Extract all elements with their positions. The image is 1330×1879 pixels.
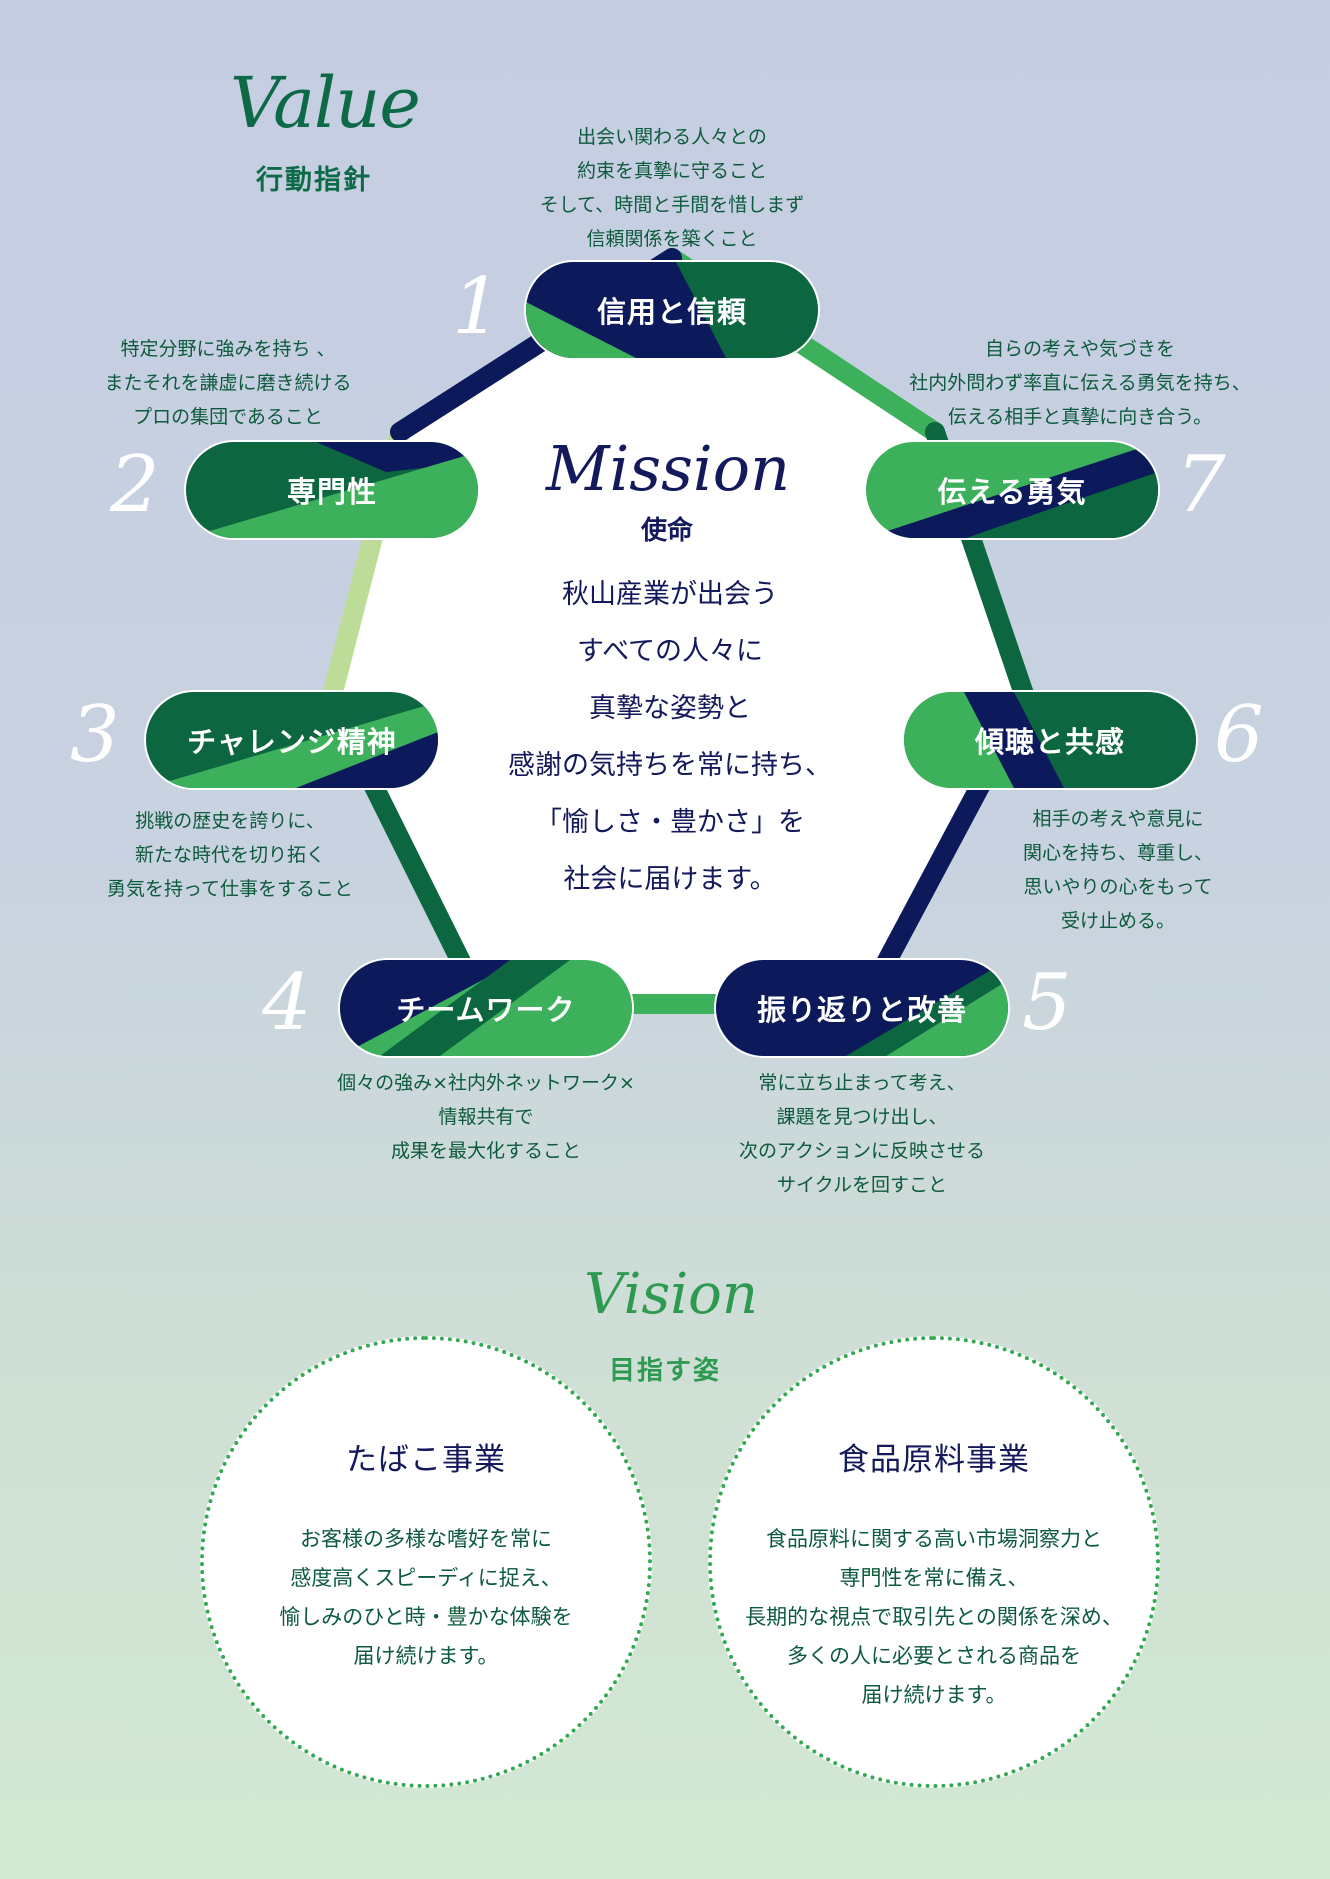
value-number-4: 4 — [262, 958, 312, 1048]
vision-line: 届け続けます。 — [353, 1644, 499, 1668]
description-line: 情報共有で — [438, 1106, 534, 1128]
vision-title: Vision — [584, 1262, 758, 1327]
value-number-7: 7 — [1176, 440, 1226, 530]
vision-card-text: 食品原料に関する高い市場洞察力と 専門性を常に備え、 長期的な視点で取引先との関… — [712, 1520, 1156, 1715]
description-line: そして、時間と手間を惜しまず — [539, 194, 805, 216]
vision-line: お客様の多様な嗜好を常に — [300, 1527, 552, 1551]
description-line: 思いやりの心をもって — [1023, 876, 1213, 898]
value-pill-1: 信用と信頼 — [526, 262, 818, 358]
description-line: 出会い関わる人々との — [577, 126, 767, 148]
mission-line: 「愉しさ・豊かさ」を — [535, 807, 805, 838]
mission-line: 感謝の気持ちを常に持ち、 — [508, 750, 832, 781]
value-description-1: 出会い関わる人々との 約束を真摯に守ること そして、時間と手間を惜しまず 信頼関… — [472, 120, 872, 256]
description-line: 伝える相手と真摯に向き合う。 — [947, 406, 1213, 428]
description-line: 相手の考えや意見に — [1032, 808, 1204, 830]
vision-line: 長期的な視点で取引先との関係を深め、 — [745, 1605, 1123, 1629]
mission-line: すべての人々に — [576, 636, 764, 667]
description-line: 成果を最大化すること — [390, 1140, 581, 1162]
pill-2-pattern — [186, 442, 478, 538]
value-number-1: 1 — [452, 262, 502, 352]
vision-line: 多くの人に必要とされる商品を — [787, 1644, 1081, 1668]
value-pill-4: チームワーク — [340, 960, 632, 1056]
description-line: 信頼関係を築くこと — [586, 228, 758, 250]
value-number-3: 3 — [70, 690, 120, 780]
value-label-5: 振り返りと改善 — [756, 993, 967, 1027]
description-line: サイクルを回すこと — [776, 1174, 948, 1196]
description-line: またそれを謙虚に磨き続ける — [104, 372, 352, 394]
description-line: 自らの考えや気づきを — [984, 338, 1175, 360]
value-label-7: 伝える勇気 — [937, 475, 1087, 509]
description-line: 挑戦の歴史を誇りに、 — [135, 810, 325, 832]
value-description-5: 常に立ち止まって考え、 課題を見つけ出し、 次のアクションに反映させる サイクル… — [662, 1066, 1062, 1202]
value-number-6: 6 — [1214, 690, 1264, 780]
description-line: 受け止める。 — [1060, 910, 1175, 932]
vision-subtitle: 目指す姿 — [608, 1356, 721, 1386]
description-line: 次のアクションに反映させる — [738, 1140, 986, 1162]
mission-line: 社会に届けます。 — [563, 864, 777, 895]
pill-1-pattern — [526, 262, 818, 358]
vision-card-title: 食品原料事業 — [838, 1442, 1030, 1478]
description-line: 個々の強み×社内外ネットワーク× — [337, 1072, 635, 1094]
value-number-2: 2 — [110, 440, 160, 530]
value-description-2: 特定分野に強みを持ち 、 またそれを謙虚に磨き続ける プロの集団であること — [28, 332, 428, 434]
vision-card-text: お客様の多様な嗜好を常に 感度高くスピーディに捉え、 愉しみのひと時・豊かな体験… — [204, 1520, 648, 1676]
value-pill-7: 伝える勇気 — [866, 442, 1158, 538]
value-label-2: 専門性 — [286, 475, 377, 509]
pill-3-pattern — [146, 692, 438, 788]
value-description-4: 個々の強み×社内外ネットワーク× 情報共有で 成果を最大化すること — [286, 1066, 686, 1168]
value-description-7: 自らの考えや気づきを 社内外問わず率直に伝える勇気を持ち、 伝える相手と真摯に向… — [870, 332, 1290, 434]
value-number-5: 5 — [1022, 958, 1072, 1048]
mission-subtitle: 使命 — [640, 516, 693, 546]
value-label-4: チームワーク — [396, 993, 576, 1027]
vision-line: 感度高くスピーディに捉え、 — [290, 1566, 562, 1590]
pill-5-pattern — [716, 960, 1008, 1056]
value-pill-5: 振り返りと改善 — [716, 960, 1008, 1056]
description-line: 勇気を持って仕事をすること — [106, 878, 354, 900]
vision-line: 専門性を常に備え、 — [839, 1566, 1029, 1590]
vision-card-title: たばこ事業 — [346, 1442, 506, 1478]
description-line: 約束を真摯に守ること — [576, 160, 767, 182]
description-line: 社内外問わず率直に伝える勇気を持ち、 — [909, 372, 1251, 394]
value-description-3: 挑戦の歴史を誇りに、 新たな時代を切り拓く 勇気を持って仕事をすること — [30, 804, 430, 906]
description-line: 課題を見つけ出し、 — [776, 1106, 948, 1128]
value-label-1: 信用と信頼 — [596, 295, 747, 329]
value-pill-3: チャレンジ精神 — [146, 692, 438, 788]
value-pill-2: 専門性 — [186, 442, 478, 538]
value-label-3: チャレンジ精神 — [187, 725, 397, 759]
vision-card-food: 食品原料事業 食品原料に関する高い市場洞察力と 専門性を常に備え、 長期的な視点… — [708, 1336, 1160, 1788]
vision-line: 食品原料に関する高い市場洞察力と — [766, 1527, 1102, 1551]
pill-4-pattern — [340, 960, 632, 1056]
description-line: プロの集団であること — [133, 406, 323, 428]
mission-statement: 秋山産業が出会う すべての人々に 真摯な姿勢と 感謝の気持ちを常に持ち、 「愉し… — [465, 566, 875, 908]
mission-line: 真摯な姿勢と — [589, 693, 751, 724]
vision-line: 愉しみのひと時・豊かな体験を — [279, 1605, 573, 1629]
vision-line: 届け続けます。 — [861, 1683, 1007, 1707]
value-subtitle: 行動指針 — [256, 165, 372, 196]
description-line: 常に立ち止まって考え、 — [758, 1072, 966, 1094]
description-line: 新たな時代を切り拓く — [134, 844, 325, 866]
value-title: Value — [230, 62, 421, 144]
value-pill-6: 傾聴と共感 — [904, 692, 1196, 788]
description-line: 関心を持ち、尊重し、 — [1022, 842, 1213, 864]
description-line: 特定分野に強みを持ち 、 — [120, 338, 336, 360]
mission-title: Mission — [545, 432, 791, 505]
pill-6-pattern — [904, 692, 1196, 788]
value-description-6: 相手の考えや意見に 関心を持ち、尊重し、 思いやりの心をもって 受け止める。 — [918, 802, 1318, 938]
value-label-6: 傾聴と共感 — [974, 725, 1125, 759]
mission-line: 秋山産業が出会う — [562, 579, 778, 610]
vision-card-tobacco: たばこ事業 お客様の多様な嗜好を常に 感度高くスピーディに捉え、 愉しみのひと時… — [200, 1336, 652, 1788]
pill-7-pattern — [866, 442, 1158, 538]
